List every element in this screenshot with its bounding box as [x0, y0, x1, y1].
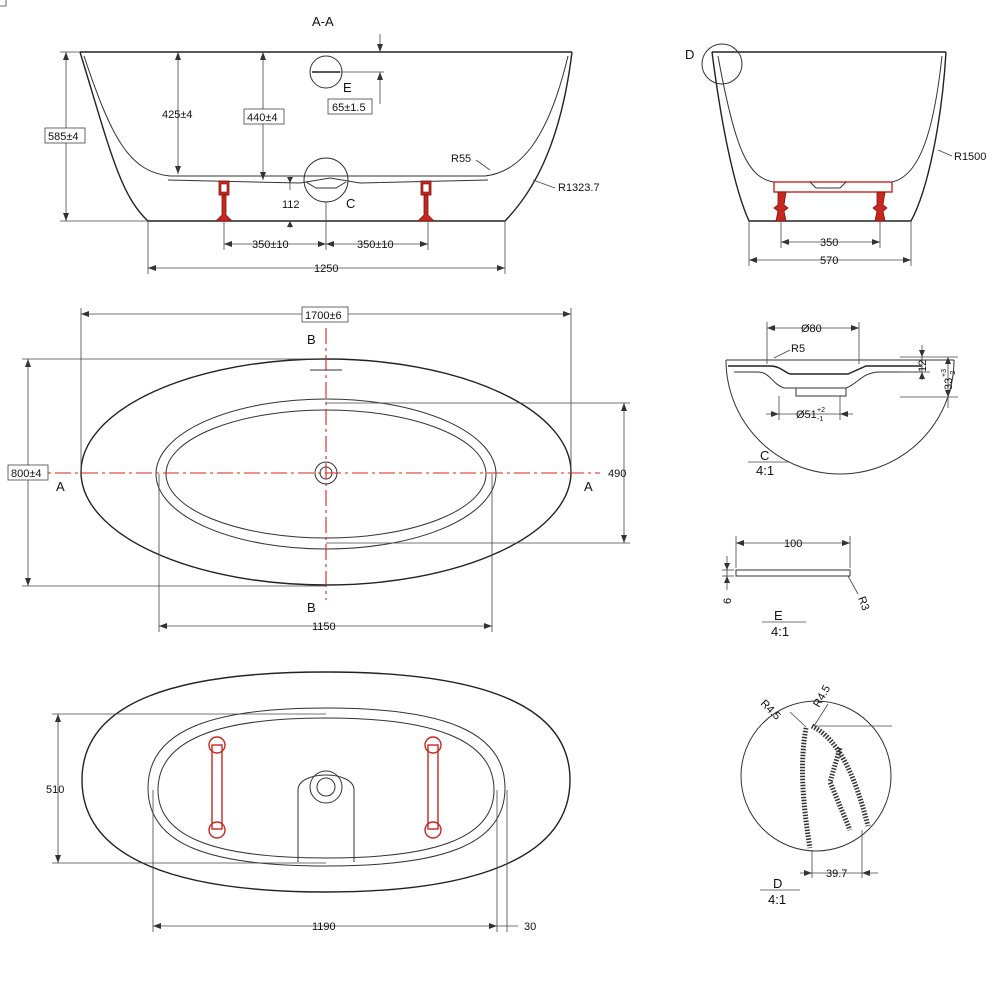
detail-d-radius-left: R4.5 [758, 698, 783, 723]
detail-e-scale: 4:1 [771, 624, 789, 639]
side-foot-left [773, 191, 789, 222]
detail-c-diameter-bottom: Ø51 [796, 409, 817, 421]
drain-channel [297, 774, 355, 862]
detail-e-length: 100 [784, 538, 802, 550]
overflow-plate-detail [735, 569, 851, 577]
bottom-outer-rim [81, 671, 571, 893]
top-view: A A B B 1700±6 800±4 490 1150 [7, 306, 630, 633]
detail-c-scale: 4:1 [756, 463, 774, 478]
support-frame [773, 181, 893, 193]
tub-outer-profile [79, 51, 573, 222]
detail-c-diameter-top: Ø80 [801, 323, 822, 335]
dim-radius-outer: R1323.7 [558, 182, 600, 194]
dim-leg-right: 350±10 [357, 239, 394, 251]
detail-e-radius: R3 [855, 595, 871, 612]
detail-c-height: 33 [943, 378, 955, 390]
dim-side-leg-span: 350 [820, 237, 838, 249]
detail-c-diameter-tol-lower: -1 [817, 416, 823, 423]
side-inner-profile [717, 55, 943, 183]
detail-d-boundary [740, 700, 892, 852]
bottom-drain-outer [309, 770, 343, 804]
cut-a-right: A [584, 479, 593, 494]
detail-d-scale: 4:1 [768, 892, 786, 907]
dim-base-length: 1250 [314, 263, 338, 275]
foot-left [215, 180, 233, 222]
bottom-drain-inner [316, 777, 336, 797]
dim-bottom-length: 1190 [312, 921, 336, 933]
detail-e-thickness: 6 [722, 598, 734, 604]
detail-d-outer-wall [800, 727, 813, 849]
dim-depth-outer: 440±4 [247, 112, 278, 124]
dim-drain-height: 112 [282, 199, 300, 211]
dim-side-radius: R1500 [954, 151, 986, 163]
detail-c-upper-shell [728, 365, 922, 375]
detail-d-label: D [685, 47, 694, 62]
tub-inner-profile [83, 55, 569, 177]
side-drain [809, 181, 847, 189]
dim-side-base-width: 570 [820, 255, 838, 267]
tub-floor-line [167, 177, 489, 184]
dim-total-width: 800±4 [11, 468, 42, 480]
detail-e-view: 100 6 R3 E 4:1 [722, 536, 871, 639]
section-aa-title: A-A [312, 14, 334, 29]
bottom-view: 510 1190 30 [46, 671, 571, 933]
detail-c-view: Ø80 R5 12 33 +3 -2 Ø51 +2 -1 C 4:1 [725, 322, 958, 478]
section-bb-view: D R1500 350 570 [685, 43, 986, 267]
cut-b-bottom: B [307, 600, 316, 615]
detail-c-height-tol-upper: +3 [941, 369, 948, 377]
cut-a-left: A [56, 479, 65, 494]
foot-right [417, 180, 435, 222]
bottom-frame-inner [157, 717, 495, 859]
detail-c-boundary [725, 359, 955, 475]
dim-height-total: 585±4 [48, 131, 79, 143]
dim-radius-inner: R55 [451, 153, 471, 165]
cut-b-top: B [307, 332, 316, 347]
detail-d-label: D [773, 876, 782, 891]
detail-d-view: R4.5 R4.5 39.7 D 4:1 [740, 683, 892, 907]
detail-d-rib [827, 747, 853, 831]
drain-detail-label: C [346, 196, 355, 211]
detail-c-height-tol-lower: -2 [950, 371, 957, 377]
overflow-detail-label: E [343, 80, 352, 95]
dim-depth-inner: 425±4 [162, 109, 193, 121]
dim-bottom-width: 510 [46, 784, 64, 796]
detail-d-radius-right: R4.5 [811, 683, 833, 709]
detail-c-diameter-tol-upper: +2 [817, 407, 825, 414]
sheet-corner-mark [0, 0, 7, 7]
section-aa-view: A-A 585±4 425±4 [44, 14, 600, 275]
detail-c-lower-shell [734, 371, 922, 389]
side-outer-profile [711, 51, 947, 222]
detail-d-marker [701, 43, 743, 85]
dim-total-length: 1700±6 [305, 310, 342, 322]
detail-c-drain-throat [795, 388, 847, 397]
detail-e-label: E [774, 608, 783, 623]
dim-overflow-height: 65±1.5 [332, 102, 366, 114]
side-foot-right [872, 191, 888, 222]
dim-bottom-offset: 30 [524, 921, 536, 933]
dim-inner-length: 1150 [312, 621, 336, 633]
detail-d-inner-wall [810, 723, 871, 827]
drain-body [305, 181, 347, 189]
dim-inner-width: 490 [608, 468, 626, 480]
detail-c-radius: R5 [791, 343, 805, 355]
rail-left [208, 736, 226, 839]
detail-c-depth: 12 [917, 360, 929, 372]
bottom-frame-outer [147, 707, 506, 867]
rail-right [424, 736, 442, 839]
dim-leg-left: 350±10 [252, 239, 289, 251]
detail-d-width: 39.7 [826, 868, 847, 880]
detail-c-label: C [760, 448, 769, 463]
